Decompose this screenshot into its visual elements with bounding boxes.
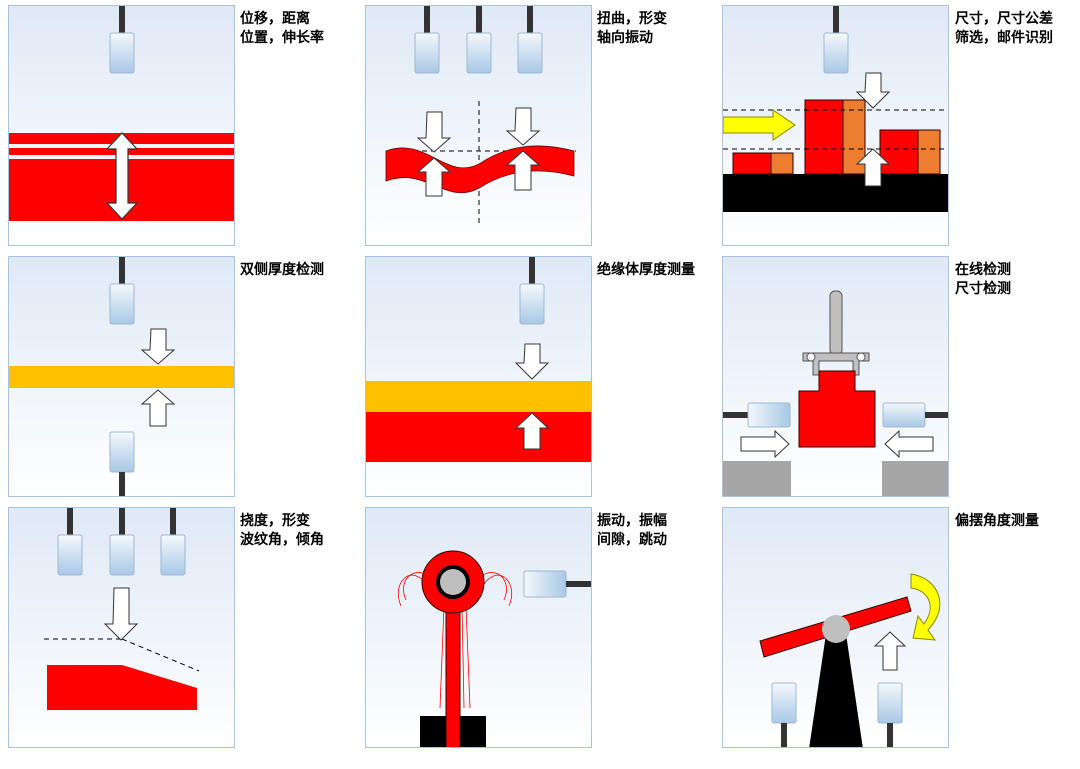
sensor (109, 32, 135, 74)
double-thickness-diagram (9, 257, 234, 496)
label-line: 波纹角，倾角 (240, 532, 324, 548)
label-online-inspection: 在线检测 尺寸检测 (955, 261, 1011, 299)
shaft (440, 569, 466, 595)
deflection-diagram (9, 508, 234, 747)
conveyor-right (882, 461, 948, 496)
insulator-layer (366, 381, 591, 412)
arrow-down-icon (416, 111, 452, 153)
sensor (160, 534, 186, 576)
label-line: 筛选，邮件识别 (955, 30, 1053, 46)
sensor (519, 283, 545, 325)
label-line: 扭曲，形变 (597, 11, 667, 27)
plate (9, 366, 234, 388)
label-insulator-thickness: 绝缘体厚度测量 (597, 261, 695, 280)
rotation-arrow-icon (910, 573, 941, 641)
label-line: 尺寸检测 (955, 281, 1011, 297)
arrow-up-icon (514, 412, 550, 450)
label-swing-angle: 偏摆角度测量 (955, 512, 1039, 531)
box (804, 99, 844, 175)
sensor-left (771, 682, 797, 724)
label-torsion: 扭曲，形变 轴向振动 (597, 10, 667, 48)
label-line: 位移，距离 (240, 11, 310, 27)
sensor (523, 570, 567, 598)
arrow-down-icon (103, 587, 139, 641)
arrow-up-icon (873, 631, 907, 671)
double-arrow-icon (105, 132, 139, 220)
label-deflection: 挠度，形变 波纹角，倾角 (240, 512, 324, 550)
label-line: 挠度，形变 (240, 513, 310, 529)
panel-vibration (365, 507, 592, 748)
label-line: 尺寸，尺寸公差 (955, 11, 1053, 27)
label-double-thickness: 双侧厚度检测 (240, 261, 324, 280)
label-line: 绝缘体厚度测量 (597, 262, 695, 278)
sensor-left (747, 402, 791, 428)
panel-dimension (722, 5, 949, 246)
label-line: 轴向振动 (597, 30, 653, 46)
panel-swing-angle (722, 507, 949, 748)
sensor (414, 32, 440, 74)
dimension-diagram (723, 6, 948, 245)
label-line: 振动，振幅 (597, 513, 667, 529)
workpiece (798, 370, 876, 448)
arrow-down-icon (505, 107, 541, 146)
arrow-up-icon (416, 157, 452, 197)
sensor (57, 534, 83, 576)
displacement-diagram (9, 6, 234, 245)
sensor-right (882, 402, 926, 428)
sensor-top (109, 283, 135, 325)
base-layer (366, 412, 591, 462)
sensor-cable (119, 6, 125, 33)
deflected-part (47, 665, 197, 710)
torsion-diagram (366, 6, 591, 245)
panel-deflection (8, 507, 235, 748)
online-inspection-diagram (723, 257, 948, 496)
arrow-down-icon (140, 328, 176, 365)
label-displacement: 位移，距离 位置，伸长率 (240, 10, 324, 48)
panel-displacement (8, 5, 235, 246)
conveyor-direction-arrow-icon (723, 109, 796, 141)
sensor-bottom (109, 431, 135, 473)
label-line: 偏摆角度测量 (955, 513, 1039, 529)
label-vibration: 振动，振幅 间隙，跳动 (597, 512, 667, 550)
arrow-left-icon (884, 429, 934, 459)
vibration-diagram (366, 508, 591, 747)
sensor (517, 32, 543, 74)
label-line: 位置，伸长率 (240, 30, 324, 46)
panel-online-inspection (722, 256, 949, 497)
arrow-up-icon (855, 148, 891, 187)
arrow-right-icon (740, 429, 790, 459)
arrow-down-icon (855, 72, 891, 109)
sensor (823, 32, 849, 74)
sensor (466, 32, 492, 74)
arrow-up-icon (140, 389, 176, 427)
arrow-down-icon (514, 343, 550, 380)
sensor-right (877, 682, 903, 724)
label-line: 间隙，跳动 (597, 532, 667, 548)
gripper-arm (829, 290, 843, 356)
label-dimension: 尺寸，尺寸公差 筛选，邮件识别 (955, 10, 1053, 48)
panel-insulator-thickness (365, 256, 592, 497)
conveyor-left (723, 461, 791, 496)
panel-double-thickness (8, 256, 235, 497)
arrow-up-icon (505, 150, 541, 191)
pivot-stand (809, 634, 863, 747)
connecting-rod (445, 607, 461, 747)
box (879, 129, 919, 175)
sensor (109, 534, 135, 576)
swing-angle-diagram (723, 508, 948, 747)
label-line: 双侧厚度检测 (240, 262, 324, 278)
panel-torsion (365, 5, 592, 246)
conveyor (723, 174, 948, 212)
pivot (822, 615, 850, 643)
label-line: 在线检测 (955, 262, 1011, 278)
insulator-thickness-diagram (366, 257, 591, 496)
